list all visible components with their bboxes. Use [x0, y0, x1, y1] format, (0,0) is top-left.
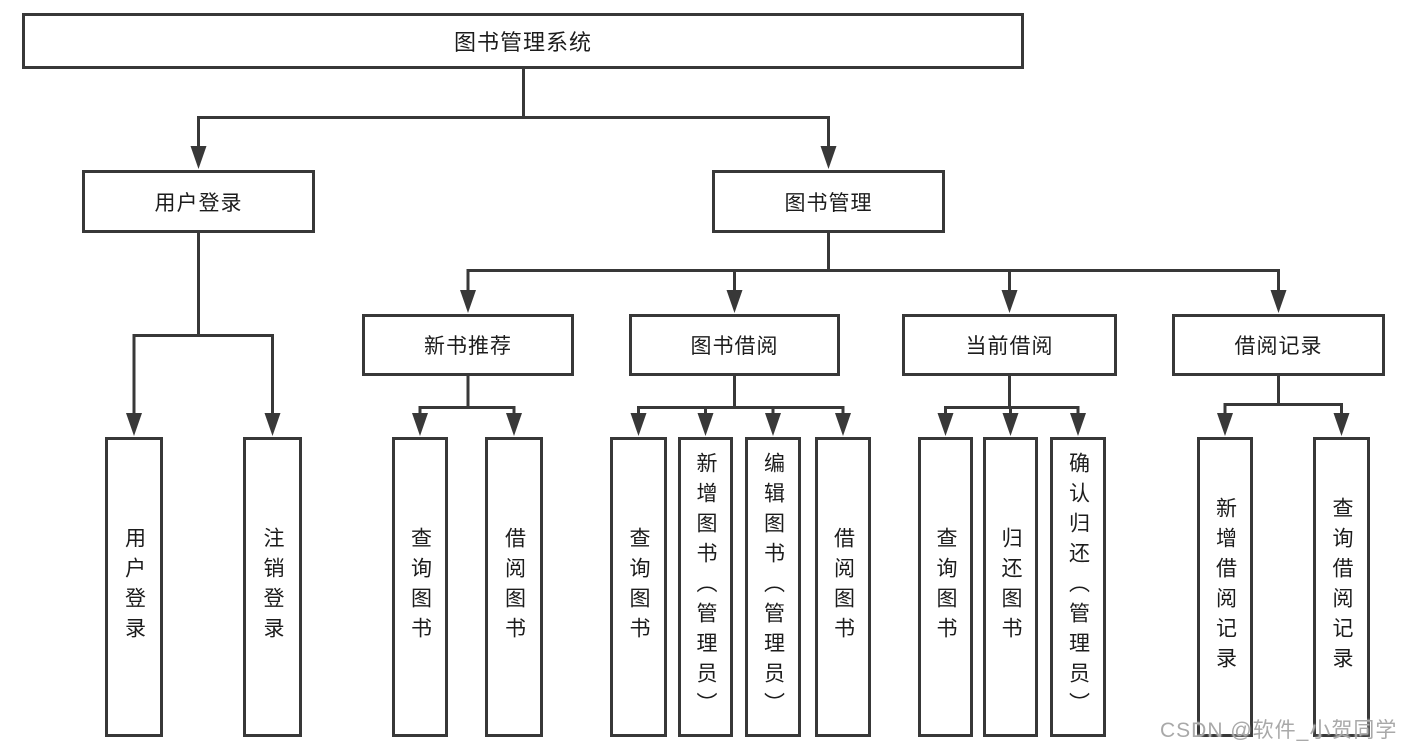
node-current-borrow-label: 当前借阅: [965, 335, 1054, 358]
node-root-label: 图书管理系统: [453, 30, 592, 55]
node-borrow-records-label: 借阅记录: [1234, 335, 1323, 358]
leaf-user-login: 用户登录: [105, 437, 163, 737]
leaf-logout: 注销登录: [243, 437, 302, 737]
leaf-query-book-recommend: 查询图书: [392, 437, 448, 737]
node-book-management-label: 图书管理: [784, 191, 873, 215]
leaf-query-book-current: 查询图书: [918, 437, 973, 737]
node-current-borrow: 当前借阅: [902, 314, 1117, 376]
node-root: 图书管理系统: [22, 13, 1024, 69]
csdn-watermark: CSDN @软件_小贺同学: [1160, 719, 1398, 742]
node-book-management: 图书管理: [712, 170, 945, 233]
node-user-login-label: 用户登录: [154, 191, 243, 215]
node-new-book-recommend-label: 新书推荐: [424, 335, 512, 358]
node-new-book-recommend: 新书推荐: [362, 314, 574, 376]
leaf-add-book-admin: 新增图书（管理员）: [678, 437, 733, 737]
node-borrow-records: 借阅记录: [1172, 314, 1385, 376]
leaf-query-book-borrow: 查询图书: [610, 437, 667, 737]
node-book-borrow-label: 图书借阅: [690, 335, 779, 358]
leaf-borrow-book: 借阅图书: [815, 437, 871, 737]
node-book-borrow: 图书借阅: [629, 314, 840, 376]
leaf-confirm-return-admin: 确认归还（管理员）: [1050, 437, 1106, 737]
leaf-return-book: 归还图书: [983, 437, 1038, 737]
leaf-add-borrow-record: 新增借阅记录: [1197, 437, 1253, 737]
leaf-edit-book-admin: 编辑图书（管理员）: [745, 437, 801, 737]
leaf-borrow-book-recommend: 借阅图书: [485, 437, 543, 737]
leaf-query-borrow-record: 查询借阅记录: [1313, 437, 1370, 737]
node-user-login: 用户登录: [82, 170, 315, 233]
